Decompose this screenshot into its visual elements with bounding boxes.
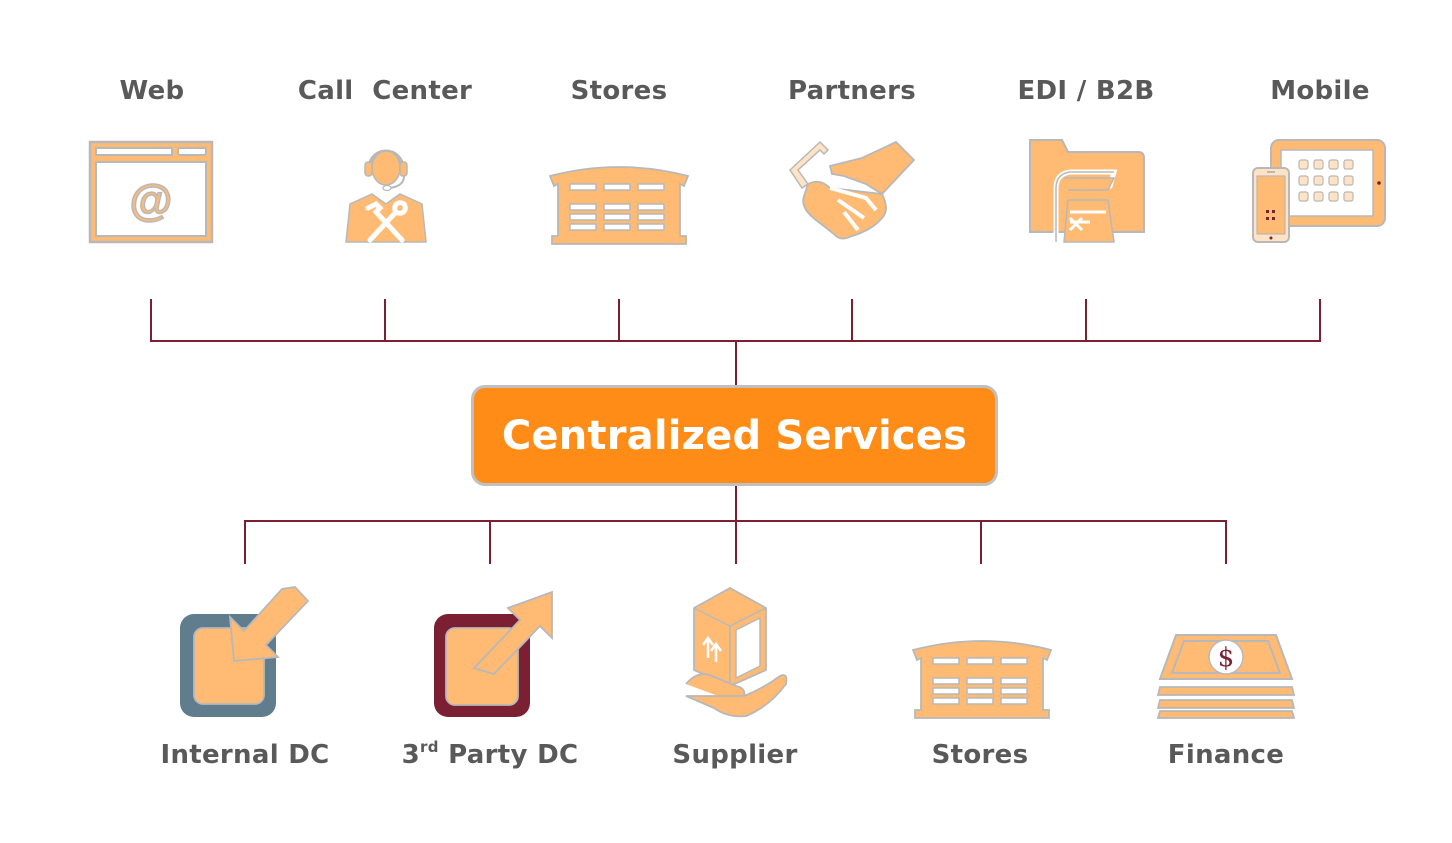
svg-text:$: $ [1218, 643, 1235, 673]
bottom-trunk-line [735, 486, 737, 522]
connector-stores-top [618, 299, 620, 342]
connector-internal-dc [244, 520, 246, 564]
connector-partners [851, 299, 853, 342]
connector-finance [1225, 520, 1227, 564]
handshake-icon [789, 140, 916, 240]
destination-label-internal-dc: Internal DC [160, 740, 330, 770]
third-party-ordinal: rd [420, 738, 439, 756]
connector-supplier [735, 520, 737, 564]
svg-text:@: @ [130, 176, 173, 225]
connector-call-center [384, 299, 386, 342]
arrow-in-box-icon [180, 586, 310, 717]
third-party-prefix: 3 [401, 740, 421, 770]
destination-label-stores: Stores [931, 740, 1029, 770]
call-center-agent-icon [345, 149, 427, 243]
destination-label-supplier: Supplier [672, 740, 798, 770]
channel-label-web: Web [119, 76, 185, 106]
mobile-tablet-icon [1252, 139, 1386, 243]
destination-label-third-party-dc: 3rd Party DC [370, 738, 610, 771]
destination-label-finance: Finance [1167, 740, 1285, 770]
connector-mobile [1319, 299, 1321, 342]
centralized-services-box: Centralized Services [471, 385, 998, 486]
channel-label-stores: Stores [570, 76, 668, 106]
channel-label-call-center: Call Center [297, 76, 473, 106]
connector-web [150, 299, 152, 342]
box-in-hand-icon [685, 586, 788, 718]
arrow-out-box-icon [434, 590, 553, 717]
store-building-icon [548, 166, 690, 245]
store-building-icon [911, 640, 1053, 719]
connector-third-party-dc [489, 520, 491, 564]
top-trunk-line [735, 340, 737, 386]
channel-label-mobile: Mobile [1270, 76, 1370, 106]
third-party-rest: Party DC [438, 740, 579, 770]
connector-stores-bottom [980, 520, 982, 564]
connector-edi-b2b [1085, 299, 1087, 342]
channel-label-edi-b2b: EDI / B2B [1017, 76, 1155, 106]
money-stack-icon: $ [1156, 634, 1296, 719]
channel-label-partners: Partners [788, 76, 916, 106]
web-browser-at-icon: @ [88, 140, 214, 244]
edi-folder-document-icon [1029, 139, 1145, 243]
centralized-services-title: Centralized Services [501, 412, 968, 459]
